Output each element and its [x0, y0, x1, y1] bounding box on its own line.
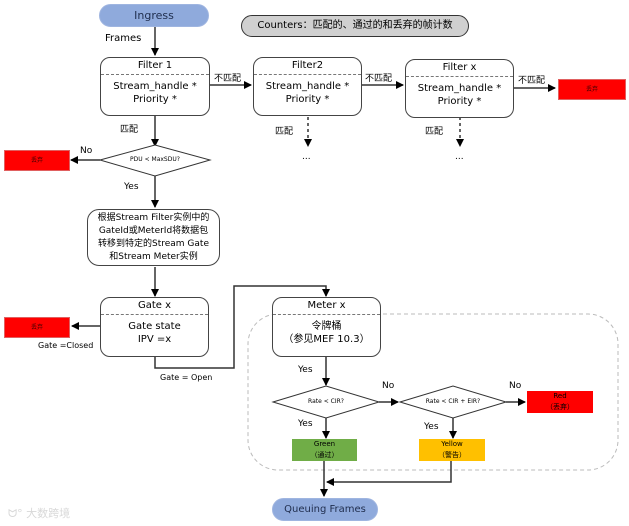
filter-1-line2: Priority * [133, 94, 177, 105]
match-label-2: 匹配 [275, 127, 294, 137]
meter-token-bucket: 令牌桶 [311, 321, 342, 332]
filter-x-box: Filter x Stream_handle * Priority * [405, 59, 514, 118]
gate-state: Gate state [128, 321, 181, 332]
cireir-no-label: No [509, 381, 522, 391]
match-label-1: 匹配 [120, 125, 139, 135]
filter-x-title: Filter x [406, 60, 513, 77]
green-result: Green （通过） [292, 439, 357, 461]
meter-region [247, 313, 619, 471]
meter-reference: （参见MEF 10.3） [283, 334, 370, 345]
gate-box: Gate x Gate state IPV =x [100, 297, 209, 357]
gate-closed-label: Gate =Closed [38, 341, 94, 350]
meter-yes-label: Yes [298, 365, 313, 375]
pdu-decision-shape [98, 144, 212, 177]
routing-line-3: 转移到特定的Stream Gate [98, 239, 209, 249]
filter-1-line1: Stream_handle * [113, 81, 197, 92]
frames-label: Frames [105, 33, 142, 44]
filter-2-line2: Priority * [285, 94, 330, 105]
watermark: ᗢ° 大数跨境 [8, 505, 70, 521]
filter-2-title: Filter2 [254, 58, 361, 75]
drop-box-filter: 丢弃 [558, 79, 626, 100]
filter-2-line1: Stream_handle * [265, 81, 350, 92]
queuing-frames-terminal: Queuing Frames [272, 498, 378, 521]
nomatch-label-2: 不匹配 [365, 74, 393, 84]
green-name: Green [313, 440, 336, 448]
red-result: Red （丢弃） [527, 391, 593, 413]
green-desc: （通过） [310, 451, 339, 459]
filter-x-line1: Stream_handle * [417, 83, 502, 94]
filter-1-box: Filter 1 Stream_handle * Priority * [100, 57, 210, 116]
nomatch-label-3: 不匹配 [518, 76, 546, 86]
ingress-terminal: Ingress [99, 4, 209, 27]
match-label-3: 匹配 [425, 127, 444, 137]
red-name: Red [553, 392, 567, 400]
yellow-name: Yellow [441, 440, 463, 448]
cir-decision-label: Rate < CIR? [308, 398, 344, 405]
filter-2-box: Filter2 Stream_handle * Priority * [253, 57, 362, 116]
filter-x-line2: Priority * [437, 96, 482, 107]
drop-box-pdu: 丢弃 [4, 150, 70, 171]
gate-open-label: Gate = Open [160, 373, 213, 382]
cir-no-label: No [382, 381, 395, 391]
gate-title: Gate x [101, 298, 208, 315]
arrow-yellow-queue [326, 461, 452, 486]
routing-line-1: 根据Stream Filter实例中的 [97, 213, 210, 223]
watermark-text: 大数跨境 [26, 507, 71, 520]
drop-box-gate: 丢弃 [4, 317, 70, 338]
cir-yes-label: Yes [298, 419, 313, 429]
arrow-gate-meter [154, 285, 330, 369]
routing-line-2: GateId或MeterId将数据包 [98, 226, 209, 236]
cir-eir-decision-label: Rate < CIR + EIR? [425, 398, 481, 405]
yellow-desc: （警告） [438, 451, 466, 459]
meter-box: Meter x 令牌桶 （参见MEF 10.3） [272, 297, 381, 357]
ellipsis-1: ... [302, 152, 311, 162]
ellipsis-2: ... [455, 152, 464, 162]
routing-box: 根据Stream Filter实例中的 GateId或MeterId将数据包 转… [87, 209, 220, 266]
pdu-decision-label: PDU < MaxSDU? [130, 156, 180, 163]
filter-1-title: Filter 1 [101, 58, 209, 75]
cireir-yes-label: Yes [424, 422, 439, 432]
red-desc: （丢弃） [546, 403, 574, 411]
gate-ipv: IPV =x [137, 334, 172, 345]
meter-title: Meter x [273, 298, 380, 315]
yellow-result: Yellow （警告） [419, 439, 485, 461]
routing-line-4: 和Stream Meter实例 [109, 252, 198, 262]
nomatch-label-1: 不匹配 [214, 74, 242, 84]
pdu-no-label: No [80, 146, 93, 156]
pdu-yes-label: Yes [124, 182, 139, 192]
counters-note: Counters：匹配的、通过的和丢弃的帧计数 [241, 15, 469, 37]
watermark-logo-icon: ᗢ° [8, 507, 23, 520]
